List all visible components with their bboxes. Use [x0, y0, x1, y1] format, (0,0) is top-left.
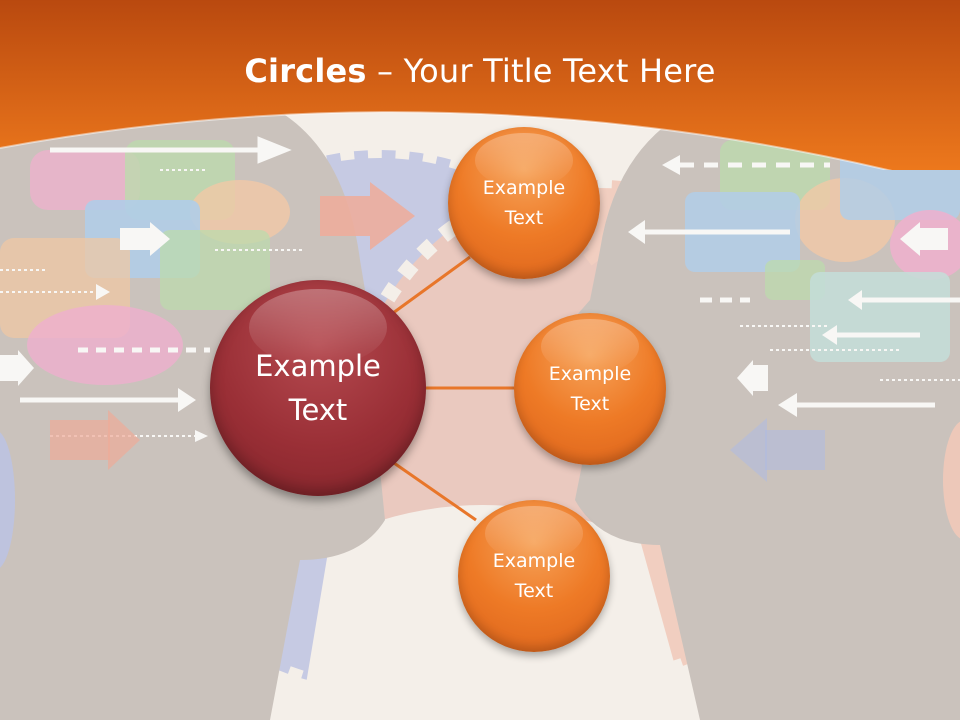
arrow-right-head-3	[822, 325, 837, 345]
node-circle-top[interactable]: Example Text	[448, 127, 600, 279]
arrow-right-head-2	[848, 290, 862, 310]
arrow-right-box-head	[900, 222, 920, 256]
bubble-pink-left-2	[27, 305, 183, 385]
dot-arrow-left-3	[96, 284, 110, 300]
arrow-salmon-2-body	[50, 420, 110, 460]
arrow-salmon-2-head	[108, 410, 140, 470]
arrow-salmon-head	[370, 182, 415, 250]
connector-1	[392, 255, 471, 315]
title-bold: Circles	[244, 52, 367, 90]
arrow-right-stub-head	[737, 360, 753, 396]
bubble-teal-right	[810, 272, 950, 362]
arrow-left-head-2	[178, 388, 196, 412]
arrow-left-head	[150, 222, 170, 256]
arrow-salmon-body	[320, 196, 370, 236]
bubble-green-left-2	[160, 230, 270, 310]
node-middle-label: Example Text	[548, 363, 632, 415]
arrow-left-box	[120, 228, 152, 250]
partial-shape-right	[943, 421, 960, 539]
connector-3	[393, 461, 477, 522]
arrow-left-1	[50, 136, 292, 164]
arrow-left-stub	[0, 355, 20, 381]
center-circle-label: Example Text	[255, 349, 381, 427]
node-circle-bottom[interactable]: Example Text	[458, 500, 610, 652]
arrow-right-stub	[752, 365, 768, 391]
partial-shape-left	[0, 432, 15, 568]
slide-title: Circles – Your Title Text Here	[0, 52, 960, 90]
dot-arrow-left	[195, 430, 208, 442]
arrow-blue-right-head	[730, 418, 767, 482]
dash-arrow-right	[662, 155, 680, 175]
bubble-peach-left	[190, 180, 290, 244]
center-circle[interactable]: Example Text	[210, 280, 426, 496]
node-circle-middle[interactable]: Example Text	[514, 313, 666, 465]
arrow-right-head	[628, 220, 645, 244]
arrow-left-stub-head	[18, 350, 34, 386]
title-rest: – Your Title Text Here	[366, 52, 716, 90]
arrow-right-head-4	[778, 393, 797, 417]
bubble-pink-left	[30, 150, 140, 210]
node-top-label: Example Text	[482, 177, 566, 229]
arrow-right-box	[918, 228, 948, 250]
node-bottom-label: Example Text	[492, 550, 576, 602]
arrow-blue-right-body	[765, 430, 825, 470]
header-band	[0, 0, 960, 170]
